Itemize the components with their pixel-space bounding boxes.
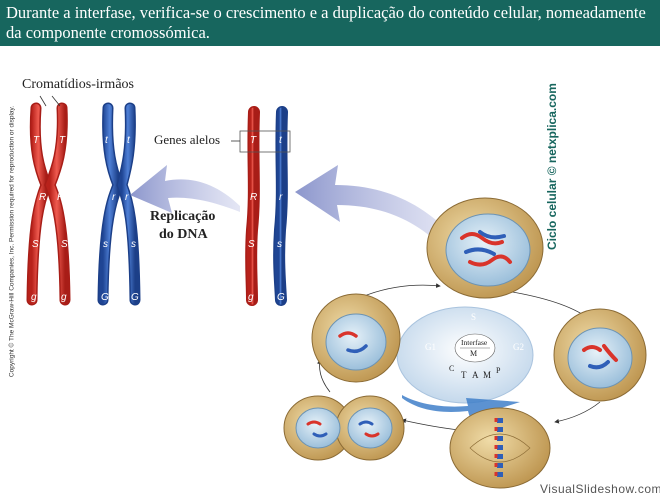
cycle-label-c: C [449,364,455,373]
cycle-label-mitosis: M [470,349,478,358]
zoom-arrow [295,165,455,250]
replicated-red-chromosome [26,102,71,306]
cycle-label-m: M [483,370,492,380]
gene-letter: G [277,292,285,303]
replication-label-line1: Replicação [150,209,216,224]
gene-letter: T [59,135,66,146]
allele-box [239,130,291,153]
cell-interphase-top [426,197,544,299]
allele-genes-label: Genes alelos [154,132,221,147]
cell-g2 [553,308,647,402]
gene-letter: R [39,192,47,203]
cell-cytokinesis [283,395,405,461]
cycle-label-t: T [461,370,467,380]
watermark-text: VisualSlideshow.com [540,482,660,496]
cycle-label-a: A [472,370,479,380]
gene-letter: r [279,192,283,203]
header-text: Durante a interfase, verifica-se o cresc… [6,3,646,42]
gene-letter: t [105,135,108,146]
cell-cycle-wheel [396,306,534,418]
gene-letter: R [250,192,258,203]
cycle-arrow [499,289,589,319]
gene-letter: g [61,292,67,303]
gene-letter: t [279,135,282,146]
gene-letter: S [248,239,255,250]
cell-mitosis [449,407,551,489]
cycle-label-g2: G2 [513,342,524,352]
gene-letter: r [112,192,116,203]
cycle-label-s: S [471,312,477,322]
gene-letter: G [131,292,139,303]
gene-letter: S [61,239,68,250]
gene-letter: T [33,135,40,146]
cycle-label-g1: G1 [425,342,436,352]
chromatid-pointer [51,95,61,107]
gene-letter: s [277,239,282,250]
gene-letter: R [57,192,65,203]
gene-letter: s [103,239,108,250]
replicated-blue-chromosome [97,102,141,306]
gene-letter: r [125,192,129,203]
replication-arrow [130,165,240,213]
sister-chromatids-label: Cromatídios-irmãos [22,77,134,92]
gene-letter: s [131,239,136,250]
copyright-text: Copyright © The McGraw-Hill Companies, I… [8,105,16,378]
gene-letter: t [127,135,130,146]
credit-text: Ciclo celular © netxplica.com [545,83,559,250]
gene-letter: g [31,292,37,303]
chromatid-pointer [39,95,47,107]
gene-letter: g [248,292,254,303]
unreplicated-blue-chromosome [273,106,288,306]
header-bar: Durante a interfase, verifica-se o cresc… [0,0,660,46]
cell-g1 [311,293,401,383]
gene-letter: G [101,292,109,303]
cycle-arrow [554,401,601,424]
replication-label-line2: do DNA [159,227,208,242]
cycle-label-interphase: Interfase [461,338,488,347]
cycle-arrow [401,418,461,431]
unreplicated-red-chromosome [245,106,260,306]
cycle-label-p: P [496,366,501,375]
gene-letter: S [32,239,39,250]
gene-letter: T [250,135,257,146]
